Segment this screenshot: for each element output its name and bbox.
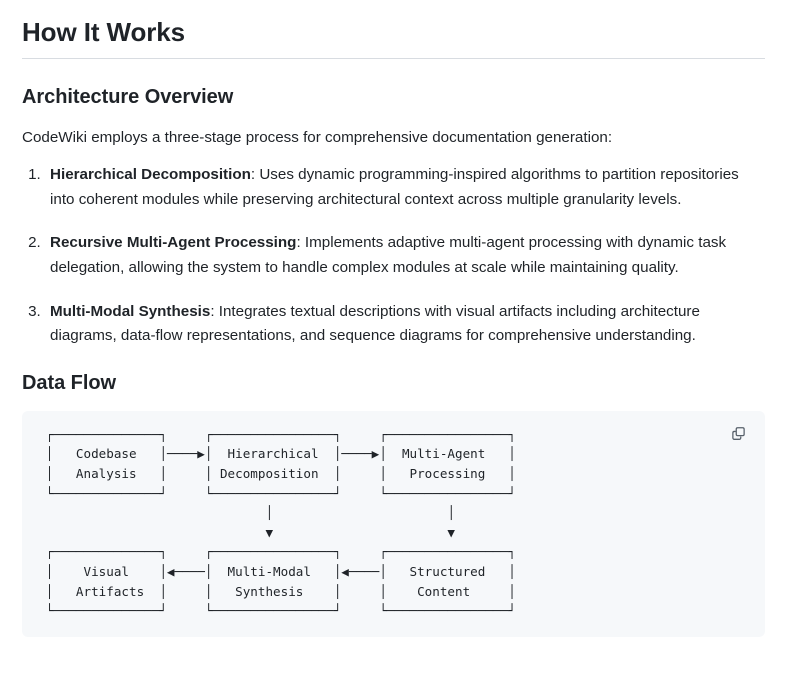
step-text: : Uses dynamic programming-inspired algo…: [50, 166, 739, 208]
section-heading-dataflow: Data Flow: [22, 371, 117, 394]
architecture-step-list: Hierarchical Decomposition: Uses dynamic…: [22, 163, 766, 349]
section-heading-architecture: Architecture Overview: [22, 85, 234, 108]
step-text: : Implements adaptive multi-agent proces…: [50, 234, 727, 276]
title-divider: [22, 57, 765, 59]
architecture-intro: CodeWiki employs a three-stage process f…: [22, 128, 613, 146]
list-item: Recursive Multi-Agent Processing: Implem…: [45, 231, 766, 280]
step-term: Multi-Modal Synthesis: [50, 302, 211, 320]
copy-button[interactable]: [725, 421, 751, 447]
list-item: Hierarchical Decomposition: Uses dynamic…: [45, 163, 766, 212]
page-content: How It Works Architecture Overview CodeW…: [0, 0, 790, 637]
step-term: Recursive Multi-Agent Processing: [50, 234, 297, 252]
step-text: : Integrates textual descriptions with v…: [50, 302, 700, 345]
dataflow-ascii-diagram: ┌──────────────┐ ┌────────────────┐ ┌───…: [45, 426, 516, 619]
copy-icon: [731, 426, 746, 441]
step-term: Hierarchical Decomposition: [50, 166, 251, 184]
dataflow-diagram-panel: ┌──────────────┐ ┌────────────────┐ ┌───…: [22, 410, 765, 637]
page-title: How It Works: [22, 17, 186, 47]
list-item: Multi-Modal Synthesis: Integrates textua…: [45, 300, 766, 349]
